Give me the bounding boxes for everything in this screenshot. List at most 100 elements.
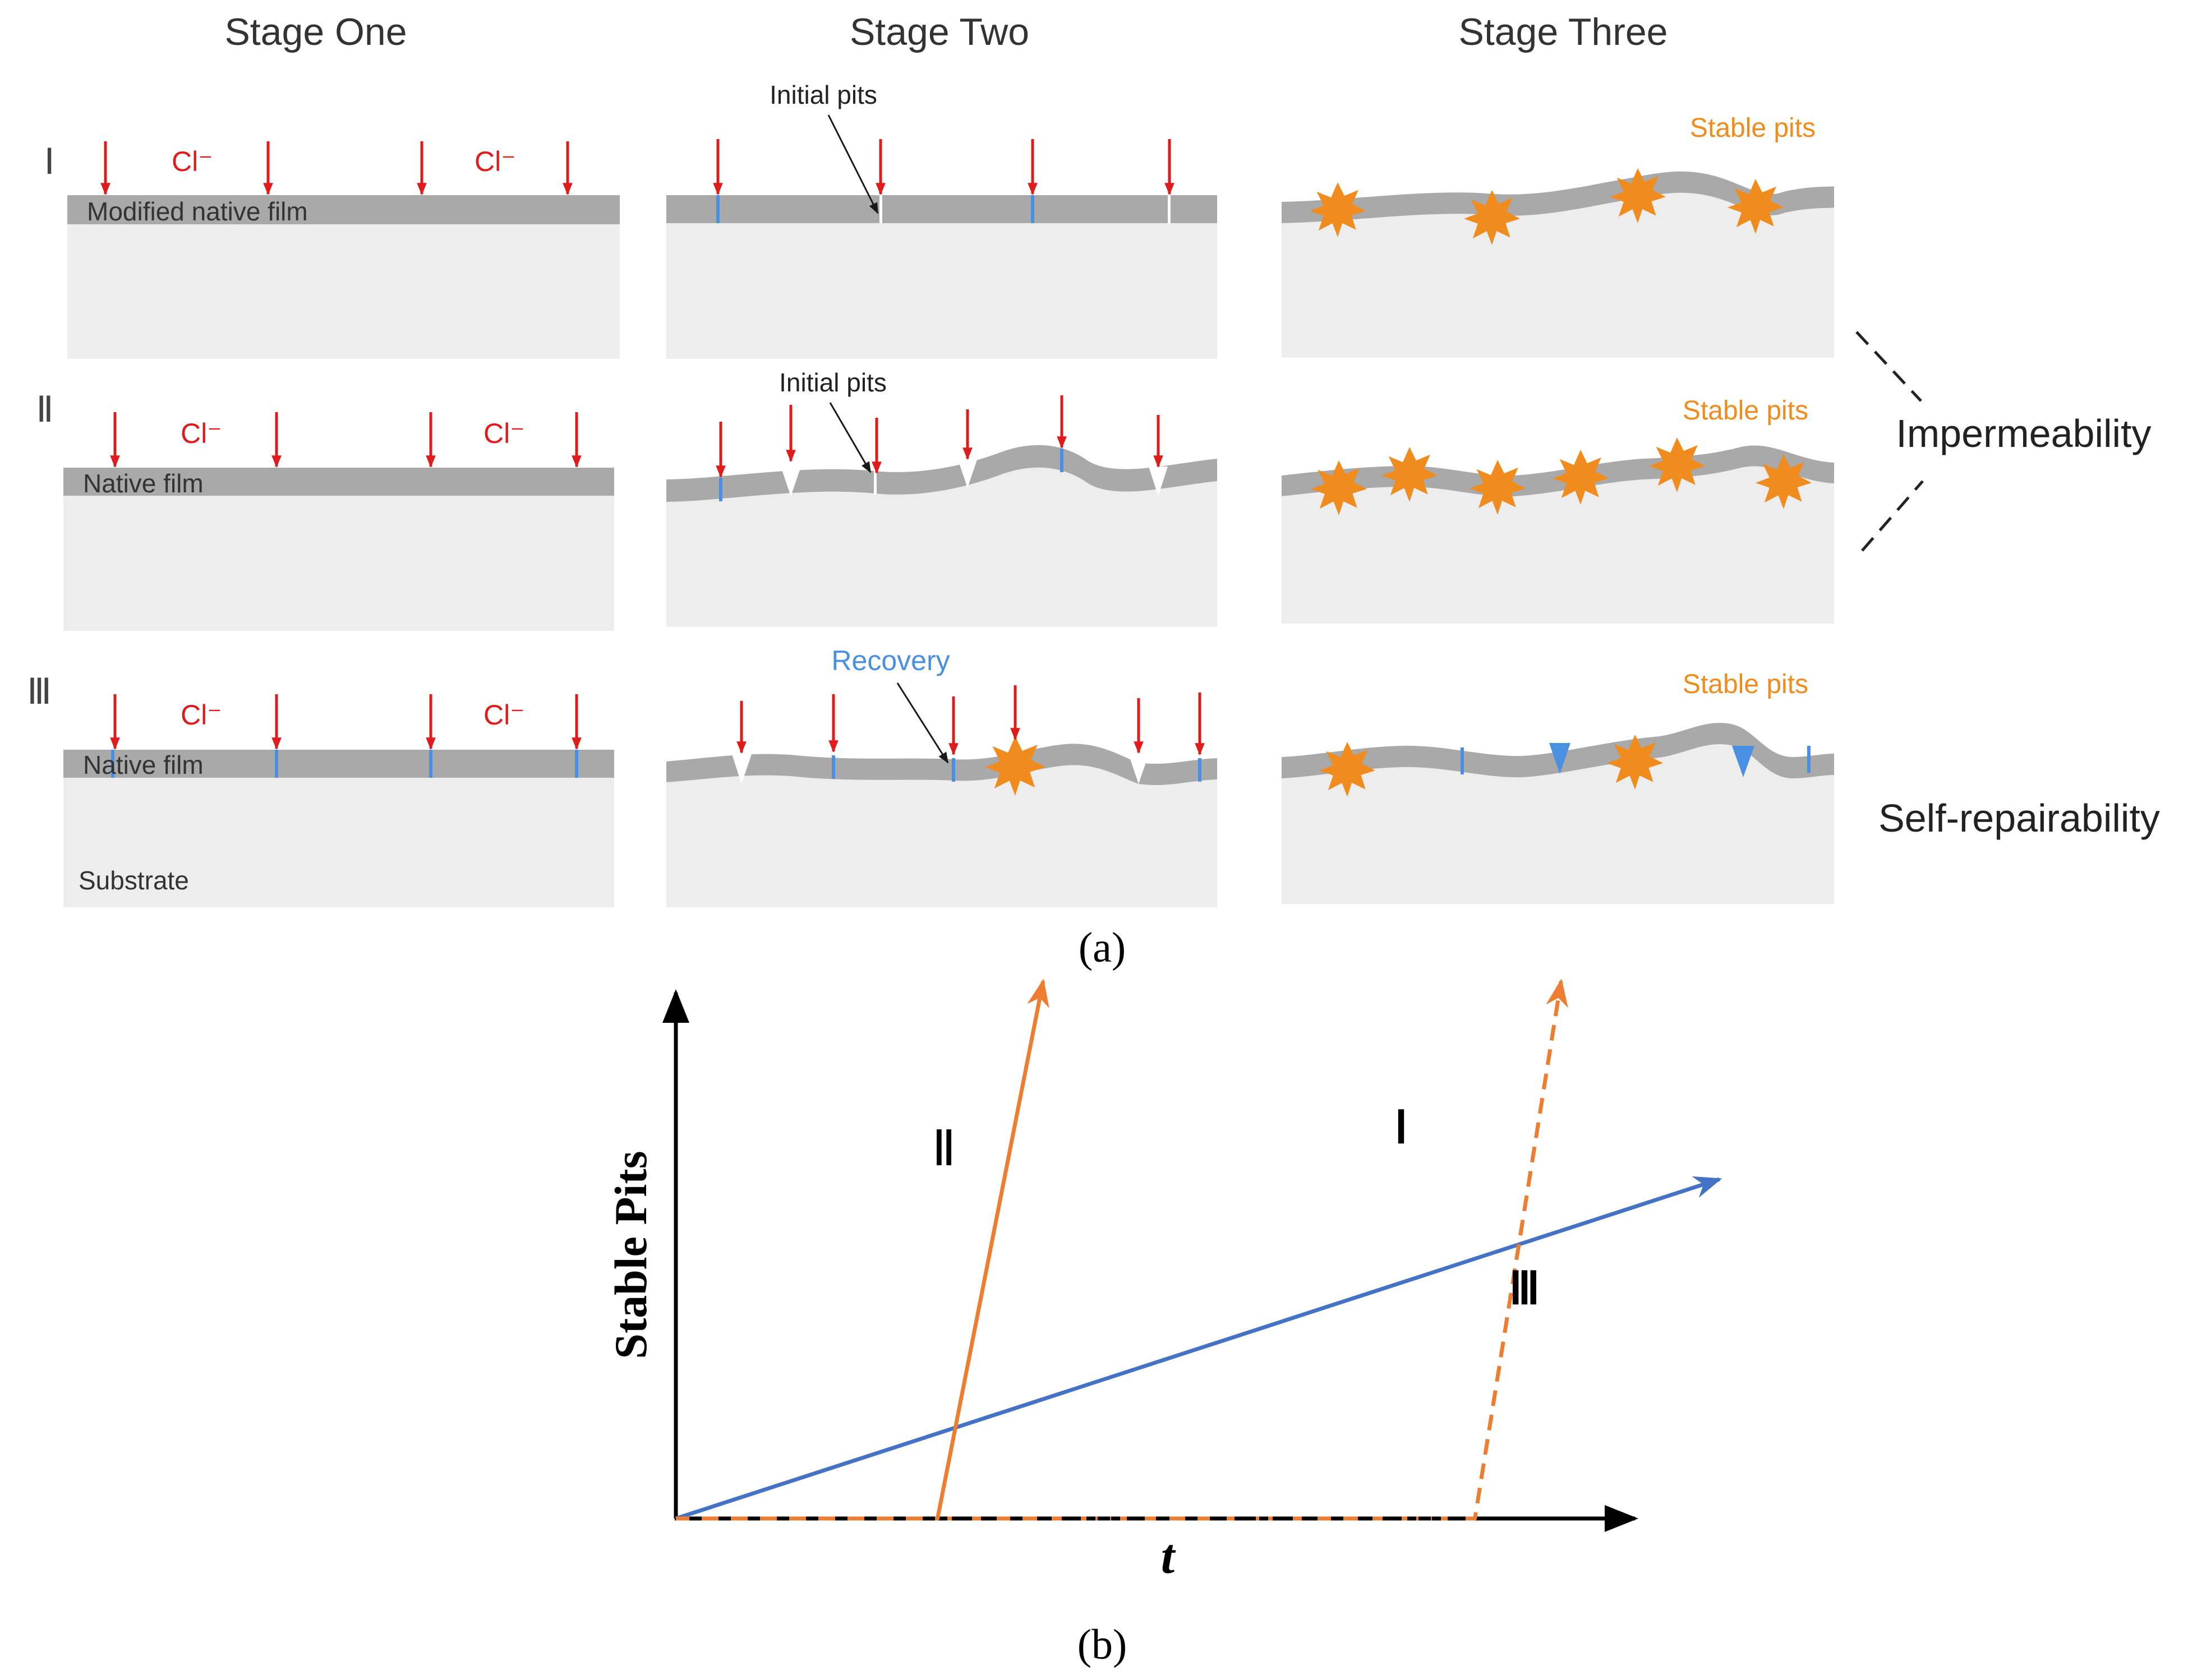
panel-a: Stage One Stage Two Stage Three Ⅰ Ⅱ Ⅲ Mo… <box>27 11 2160 971</box>
repair-mark <box>429 750 432 778</box>
stage-one-row-1: Modified native film Cl⁻ Cl⁻ <box>67 141 620 359</box>
substrate-block <box>63 493 614 631</box>
annotation-arrow <box>829 402 872 473</box>
stable-pit-star <box>1610 168 1666 223</box>
panel-b-caption: (b) <box>1077 1621 1127 1668</box>
repair-mark <box>716 195 720 223</box>
initial-pit <box>879 195 882 223</box>
chloride-ion-label: Cl⁻ <box>172 146 213 177</box>
initial-pit <box>1128 754 1149 784</box>
series-label-2: Ⅱ <box>932 1122 956 1176</box>
chloride-ion-label: Cl⁻ <box>181 418 222 449</box>
stage-two-title: Stage Two <box>850 11 1029 53</box>
initial-pit <box>1149 467 1168 496</box>
series-line <box>675 1176 1722 1521</box>
repaired-pit <box>1549 743 1570 774</box>
x-axis-label: t <box>1161 1530 1176 1584</box>
stage-three-row-2: Stable pits <box>1282 396 1834 624</box>
row-label-3: Ⅲ <box>27 672 52 712</box>
repair-mark <box>111 750 114 778</box>
native-film <box>666 195 1217 223</box>
initial-pit <box>958 460 977 488</box>
stable-pit-star <box>1464 190 1520 245</box>
stage-one-row-2: Native film Cl⁻ Cl⁻ <box>63 412 614 631</box>
stable-pit-star <box>985 736 1045 796</box>
repair-mark <box>275 750 278 778</box>
annotation-arrow <box>896 682 949 764</box>
film-label: Native film <box>83 469 204 498</box>
bracket-line <box>1855 331 1922 402</box>
stage-three-title: Stage Three <box>1458 11 1668 53</box>
chloride-ion-label: Cl⁻ <box>181 699 222 731</box>
stable-pit-star <box>1381 447 1438 502</box>
stage-three-row-1: Stable pits <box>1282 113 1834 358</box>
substrate-block <box>67 223 620 359</box>
chart-series-group <box>675 979 1722 1521</box>
recovery-label: Recovery <box>831 645 950 676</box>
row-label-2: Ⅱ <box>36 390 54 430</box>
stage-one-title: Stage One <box>224 11 407 53</box>
repair-mark <box>832 755 835 779</box>
stage-two-row-1: Initial pits <box>666 80 1217 359</box>
stable-pit-star <box>1319 742 1375 797</box>
stable-pit-star <box>1649 437 1705 492</box>
repair-mark <box>719 478 722 501</box>
annotation-arrow <box>827 114 879 214</box>
panel-a-caption: (a) <box>1079 924 1126 971</box>
substrate-block <box>666 222 1217 359</box>
substrate-block <box>1282 192 1834 358</box>
stable-pits-label: Stable pits <box>1683 396 1808 426</box>
corroded-film <box>666 445 1217 502</box>
repair-mark <box>1031 195 1034 223</box>
corroded-film <box>1282 723 1834 779</box>
impermeability-label: Impermeability <box>1896 412 2151 455</box>
substrate-block <box>1282 744 1834 904</box>
series-line <box>676 979 1568 1521</box>
stage-one-row-3: Native film Substrate Cl⁻ Cl⁻ <box>63 694 614 907</box>
stage-three-row-3: Stable pits <box>1282 670 1834 904</box>
corroded-film <box>1282 171 1834 223</box>
series-label-3: Ⅲ <box>1509 1264 1540 1314</box>
substrate-block <box>666 467 1217 627</box>
bracket-line <box>1861 480 1924 552</box>
corroded-film <box>666 744 1217 786</box>
stable-pit-star <box>1756 454 1812 509</box>
substrate-block <box>63 777 614 907</box>
repair-mark <box>952 758 955 782</box>
stable-pit-star <box>1607 735 1663 790</box>
chloride-ion-label: Cl⁻ <box>475 146 516 177</box>
repair-mark <box>1060 449 1063 472</box>
series-line <box>676 979 1049 1521</box>
repair-mark <box>1807 746 1811 773</box>
initial-pit <box>1168 195 1171 223</box>
stage-two-row-3: Recovery <box>666 645 1217 907</box>
stable-pits-label: Stable pits <box>1683 670 1808 699</box>
chloride-ion-label: Cl⁻ <box>483 418 525 449</box>
stable-pit-star <box>1311 460 1367 515</box>
row-label-1: Ⅰ <box>44 142 55 182</box>
native-film <box>63 468 614 496</box>
repair-mark <box>1198 758 1201 782</box>
initial-pit <box>874 470 877 495</box>
repair-mark <box>575 750 578 778</box>
stable-pit-star <box>1470 460 1526 515</box>
substrate-block <box>666 765 1217 907</box>
modified-native-film <box>67 195 620 224</box>
substrate-label: Substrate <box>79 866 189 895</box>
y-axis-label: Stable Pits <box>605 1151 656 1359</box>
panel-b: Ⅱ Ⅰ Ⅲ Stable Pits t (b) <box>605 979 1722 1668</box>
initial-pits-label: Initial pits <box>770 80 877 109</box>
substrate-block <box>1282 466 1834 624</box>
initial-pit <box>732 754 752 784</box>
film-label: Native film <box>83 750 204 779</box>
stage-two-row-2: Initial pits <box>666 368 1217 627</box>
repaired-pit <box>1732 746 1754 777</box>
repair-mark <box>1461 747 1464 774</box>
initial-pit <box>781 468 800 496</box>
stable-pit-star <box>1728 179 1784 234</box>
native-film <box>63 750 614 778</box>
film-label: Modified native film <box>87 197 308 226</box>
stable-pit-star <box>1310 182 1366 237</box>
self-repairability-label: Self-repairability <box>1878 796 2160 840</box>
